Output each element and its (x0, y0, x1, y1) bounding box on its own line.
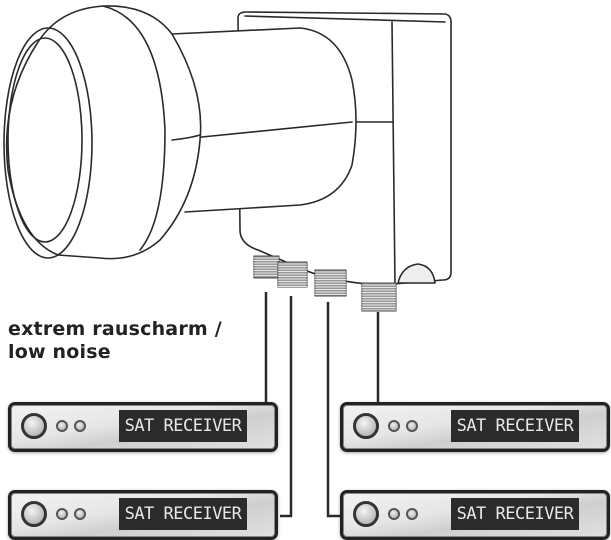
sat-receiver: SAT RECEIVER (8, 490, 278, 540)
housing-top-edge (244, 15, 446, 23)
indicator-led-icon (406, 420, 418, 432)
sat-receiver: SAT RECEIVER (340, 402, 610, 452)
indicator-led-icon (56, 508, 68, 520)
cap-seam (171, 134, 201, 141)
power-knob-icon (353, 413, 379, 439)
coax-cables (264, 292, 380, 518)
power-knob-icon (21, 501, 47, 527)
feed-face-outer (3, 27, 93, 259)
housing-edge (391, 21, 396, 286)
indicator-led-icon (56, 420, 68, 432)
cable-3 (326, 302, 340, 518)
caption-line-2: low noise (8, 341, 111, 363)
caption-line-1: extrem rauscharm / (8, 318, 222, 340)
feed-face-inner (7, 37, 83, 243)
indicator-led-icon (388, 508, 400, 520)
receiver-display: SAT RECEIVER (451, 498, 579, 530)
indicator-led-icon (406, 508, 418, 520)
receiver-display: SAT RECEIVER (119, 498, 247, 530)
indicator-led-icon (74, 420, 86, 432)
power-knob-icon (21, 413, 47, 439)
sat-receiver: SAT RECEIVER (340, 490, 610, 540)
feed-cap-outer (5, 5, 202, 260)
indicator-led-icon (74, 508, 86, 520)
receiver-display: SAT RECEIVER (451, 410, 579, 442)
power-knob-icon (353, 501, 379, 527)
receiver-display: SAT RECEIVER (119, 410, 247, 442)
neck-seam (171, 121, 353, 141)
housing-latch (397, 263, 436, 284)
cable-2 (280, 296, 293, 518)
f-connector (277, 261, 308, 288)
feed-cap-rim (102, 5, 166, 251)
f-connectors (253, 255, 397, 312)
caption: extrem rauscharm / low noise (8, 318, 222, 364)
lnb-neck (171, 27, 357, 213)
indicator-led-icon (388, 420, 400, 432)
f-connector (314, 269, 347, 297)
f-connector (253, 255, 280, 279)
sat-receiver: SAT RECEIVER (8, 402, 278, 452)
f-connector (361, 282, 397, 312)
